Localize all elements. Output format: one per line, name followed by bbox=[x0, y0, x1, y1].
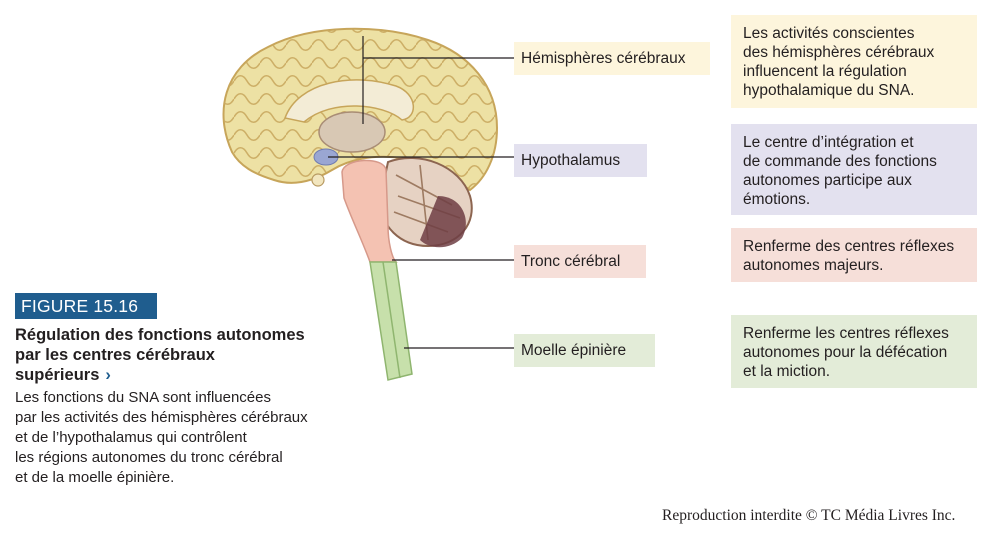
title-line: par les centres cérébraux bbox=[15, 346, 215, 364]
desc-line: et de l’hypothalamus qui contrôlent bbox=[15, 429, 247, 446]
desc-line: par les activités des hémisphères cérébr… bbox=[15, 409, 308, 426]
box-line: Les activités conscientes bbox=[743, 25, 915, 42]
copyright-notice: Reproduction interdite © TC Média Livres… bbox=[662, 507, 956, 524]
figure-description: Les fonctions du SNA sont influencées pa… bbox=[15, 388, 360, 488]
box-line: autonomes majeurs. bbox=[743, 257, 884, 274]
label-hypothalamus: Hypothalamus bbox=[514, 144, 647, 177]
cerebellum bbox=[378, 157, 473, 248]
chevron-right-icon[interactable]: › bbox=[105, 366, 111, 384]
box-line: émotions. bbox=[743, 191, 811, 208]
desc-line: Les fonctions du SNA sont influencées bbox=[15, 389, 271, 406]
brainstem bbox=[341, 159, 398, 263]
pituitary-gland bbox=[311, 173, 325, 187]
box-line: Le centre d’intégration et bbox=[743, 134, 914, 151]
box-line: influencent la régulation bbox=[743, 63, 907, 80]
box-line: autonomes pour la défécation bbox=[743, 344, 948, 361]
box-line: Renferme les centres réflexes bbox=[743, 325, 949, 342]
info-box-hypothalamus: Le centre d’intégration et de commande d… bbox=[731, 124, 977, 215]
figure-number-badge: FIGURE 15.16 bbox=[15, 293, 157, 319]
box-line: autonomes participe aux bbox=[743, 172, 912, 189]
figure-title: Régulation des fonctions autonomes par l… bbox=[15, 325, 355, 385]
info-box-hemispheres: Les activités conscientes des hémisphère… bbox=[731, 15, 977, 108]
desc-line: les régions autonomes du tronc cérébral bbox=[15, 449, 283, 466]
label-hemispheres: Hémisphères cérébraux bbox=[514, 42, 710, 75]
box-line: hypothalamique du SNA. bbox=[743, 82, 915, 99]
title-line: supérieurs › bbox=[15, 365, 355, 385]
leader-lines bbox=[328, 36, 514, 349]
title-line-text: supérieurs bbox=[15, 366, 100, 384]
box-line: et la miction. bbox=[743, 363, 831, 380]
desc-line: et de la moelle épinière. bbox=[15, 469, 175, 486]
title-line: Régulation des fonctions autonomes bbox=[15, 326, 305, 344]
cerebrum bbox=[222, 27, 499, 192]
box-line: Renferme des centres réflexes bbox=[743, 238, 955, 255]
info-box-spinal-cord: Renferme les centres réflexes autonomes … bbox=[731, 315, 977, 388]
label-spinal-cord: Moelle épinière bbox=[514, 334, 655, 367]
info-box-brainstem: Renferme des centres réflexes autonomes … bbox=[731, 228, 977, 282]
label-brainstem: Tronc cérébral bbox=[514, 245, 646, 278]
box-line: de commande des fonctions bbox=[743, 153, 937, 170]
box-line: des hémisphères cérébraux bbox=[743, 44, 935, 61]
